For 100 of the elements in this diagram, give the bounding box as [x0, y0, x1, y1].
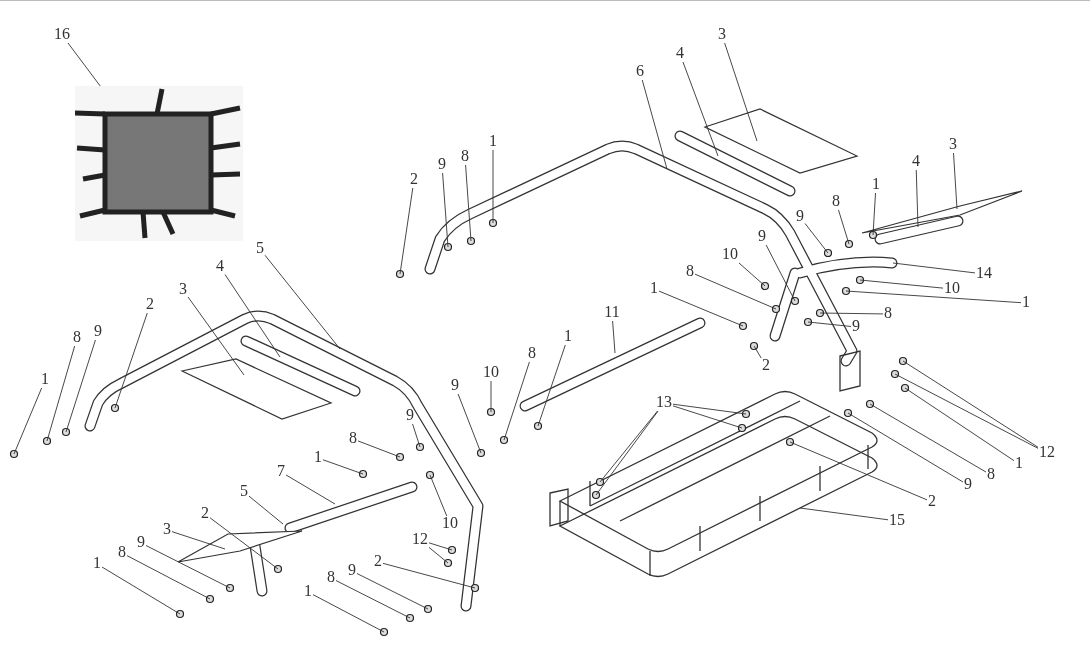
leader-line [428, 542, 453, 551]
leader-line [312, 594, 385, 633]
leader-line [285, 474, 336, 505]
callout-number: 11 [603, 304, 621, 320]
leader-line [738, 262, 766, 287]
callout-number: 9 [450, 377, 460, 393]
callout-number: 12 [1038, 444, 1056, 460]
callout-number: 1 [1014, 455, 1024, 471]
leader-line [847, 412, 964, 483]
leader-line [869, 403, 987, 473]
leader-line [804, 223, 829, 254]
leader-line [953, 152, 958, 210]
leader-line [429, 474, 448, 517]
leader-line [428, 546, 449, 564]
callout-number: 3 [162, 521, 172, 537]
leader-line [322, 459, 364, 475]
leader-line [641, 79, 668, 170]
callout-number: 9 [757, 228, 767, 244]
leader-line [101, 566, 181, 615]
leader-line [819, 312, 884, 315]
callout-number: 8 [883, 305, 893, 321]
callout-number: 1 [92, 555, 102, 571]
callout-number: 9 [851, 318, 861, 334]
leader-line [356, 573, 429, 610]
leader-line [599, 410, 658, 483]
callout-number: 3 [178, 281, 188, 297]
leader-line [145, 545, 231, 589]
leader-line [382, 562, 476, 589]
callout-number: 15 [888, 512, 906, 528]
callout-number: 9 [93, 323, 103, 339]
callout-number: 10 [943, 280, 961, 296]
leader-line [264, 254, 341, 350]
callout-number: 8 [685, 263, 695, 279]
leader-line [442, 172, 449, 248]
callout-number: 8 [326, 569, 336, 585]
callout-number: 9 [347, 562, 357, 578]
leader-line [457, 393, 482, 454]
leader-line [209, 517, 279, 570]
leader-line [892, 262, 976, 274]
leader-line [187, 296, 245, 376]
callout-number: 10 [482, 364, 500, 380]
leader-line [357, 440, 401, 458]
callout-number: 7 [276, 463, 286, 479]
leader-line [859, 279, 944, 289]
callout-number: 1 [1021, 294, 1031, 310]
callout-number: 5 [255, 240, 265, 256]
leader-line [46, 345, 76, 442]
callout-number: 4 [215, 258, 225, 274]
callout-number: 12 [411, 531, 429, 547]
callout-number: 2 [927, 493, 937, 509]
callout-number: 8 [72, 329, 82, 345]
callout-number: 2 [373, 553, 383, 569]
leader-line [799, 507, 889, 521]
leader-line [335, 580, 411, 619]
leader-line [724, 42, 758, 142]
leader-line [915, 169, 919, 228]
callout-number: 16 [53, 26, 71, 42]
callout-number: 8 [527, 345, 537, 361]
leader-line [845, 290, 1022, 304]
leader-line [492, 149, 494, 224]
callout-number: 1 [313, 449, 323, 465]
callout-number: 4 [911, 153, 921, 169]
callout-number: 1 [303, 583, 313, 599]
callout-number: 1 [649, 280, 659, 296]
callout-number: 2 [409, 171, 419, 187]
callout-number: 14 [975, 265, 993, 281]
callout-number: 9 [405, 407, 415, 423]
leader-line [904, 387, 1015, 462]
callout-number: 9 [136, 534, 146, 550]
callout-number: 1 [488, 133, 498, 149]
callout-number: 8 [117, 544, 127, 560]
leader-line [902, 360, 1039, 448]
leader-line [67, 42, 102, 88]
callout-number: 3 [717, 26, 727, 42]
callout-number: 2 [145, 296, 155, 312]
callout-number: 2 [761, 357, 771, 373]
callout-number: 9 [437, 156, 447, 172]
leader-line [672, 403, 747, 415]
callout-number: 10 [441, 515, 459, 531]
leader-line [465, 164, 472, 242]
callout-number: 8 [831, 193, 841, 209]
leader-line [537, 344, 566, 427]
leader-line [412, 423, 421, 448]
callout-number: 1 [871, 176, 881, 192]
leader-line [789, 441, 928, 501]
callout-number: 8 [348, 430, 358, 446]
callout-number: 1 [40, 371, 50, 387]
callout-number: 5 [239, 483, 249, 499]
leader-line [126, 555, 211, 600]
leader-line [872, 192, 876, 236]
leader-line [807, 321, 852, 327]
leader-line [753, 345, 762, 359]
leader-line [838, 209, 850, 245]
leader-line [248, 495, 284, 525]
leader-line [171, 531, 226, 550]
callout-number: 10 [721, 246, 739, 262]
leader-line [612, 320, 616, 354]
callout-number: 13 [655, 394, 673, 410]
leader-line [399, 187, 414, 275]
leader-line [682, 61, 719, 157]
